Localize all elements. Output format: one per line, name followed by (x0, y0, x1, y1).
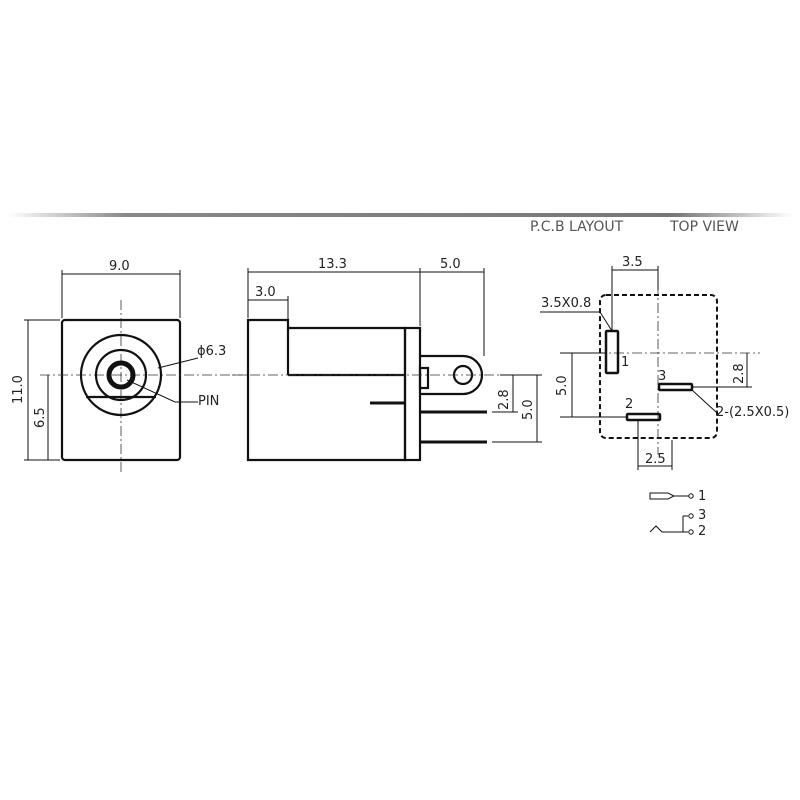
pcb-bottom-dim: 2.5 (645, 452, 666, 467)
pcb-pin-spacing-dim: 5.0 (555, 375, 570, 396)
side-body-outline (246, 318, 407, 462)
pad-3-label: 3 (658, 369, 666, 384)
front-center-height-dim: 6.5 (33, 407, 48, 428)
side-pin-spacing-dim: 5.0 (521, 399, 536, 420)
pcb-footprint-outline (599, 294, 718, 439)
side-view: 13.3 5.0 3.0 2.8 5.0 (232, 257, 542, 462)
side-length-dim: 13.3 (318, 257, 347, 272)
hole-diameter-dim: ϕ6.3 (197, 344, 226, 359)
header-rule (8, 213, 792, 217)
hole-leader (157, 357, 199, 369)
pcb-slot-top-dim: 3.5 (622, 255, 643, 270)
side-tab-dim: 5.0 (440, 257, 461, 272)
side-front-dim: 3.0 (255, 285, 276, 300)
pad-2-label: 2 (625, 397, 633, 412)
top-view-title: TOP VIEW (669, 219, 739, 235)
pcb-layout-title: P.C.B LAYOUT (530, 219, 624, 235)
slot-callout-leader (691, 389, 717, 413)
jack-outer-ring (79, 333, 163, 417)
schematic-pin-body (649, 492, 676, 500)
pad-1-label: 1 (621, 355, 629, 370)
jack-schematic-symbol: 1 3 2 (649, 489, 706, 539)
side-flange (403, 326, 422, 462)
schematic-terminal-3 (688, 513, 694, 519)
pcb-slot-size-dim: 3.5X0.8 (541, 296, 591, 311)
schematic-terminal-1 (688, 493, 694, 499)
schematic-sleeve-wire (649, 525, 688, 533)
front-height-dim: 11.0 (11, 375, 26, 404)
pad-3-slot (657, 382, 694, 392)
slot-size-leader (540, 311, 613, 332)
pin-label: PIN (198, 394, 219, 409)
pad-1-slot (604, 329, 620, 375)
pad-2-slot (625, 412, 662, 422)
front-view: 9.0 11.0 6.5 ϕ6.3 PIN (11, 259, 245, 475)
side-pin-offset-dim: 2.8 (497, 389, 512, 410)
jack-hole (94, 348, 148, 402)
schematic-pin-1-label: 1 (698, 489, 706, 504)
pin-leader (126, 379, 198, 403)
jack-center-pin (106, 360, 136, 390)
schematic-pin-2-label: 2 (698, 524, 706, 539)
front-width-dim: 9.0 (109, 259, 130, 274)
schematic-terminal-2 (688, 529, 694, 535)
pcb-layout-view: 1 3 2 3.5 3.5X0.8 5.0 2.8 2-(2.5X0.5) 2.… (540, 255, 789, 470)
pcb-offset-dim: 2.8 (732, 363, 747, 384)
schematic-pin-3-label: 3 (698, 508, 706, 523)
side-tab (420, 354, 484, 396)
pcb-slot-callout: 2-(2.5X0.5) (716, 405, 789, 420)
tab-stub (418, 366, 430, 390)
